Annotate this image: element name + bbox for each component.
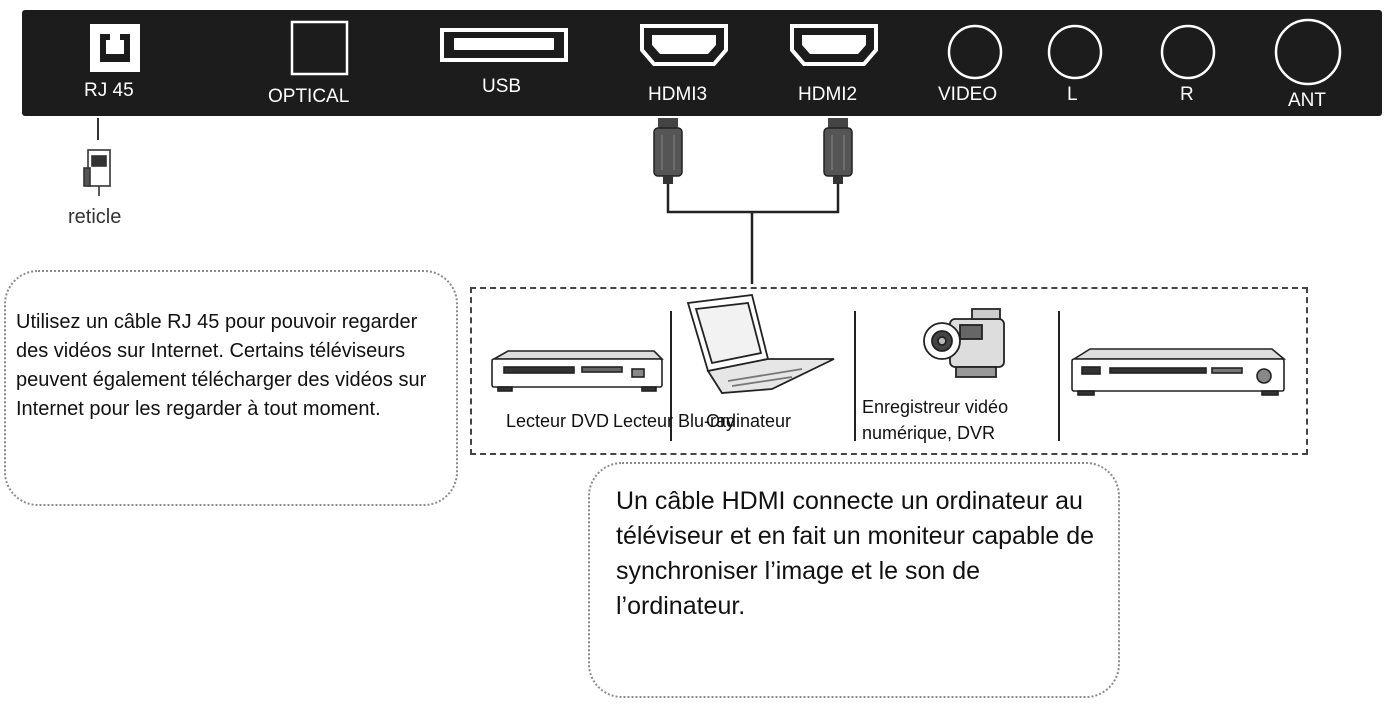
port-label-optical: OPTICAL — [268, 86, 350, 107]
hdmi3-plug-icon — [653, 118, 683, 184]
camcorder-icon — [923, 308, 1005, 378]
hdmi-note-text: Un câble HDMI connecte un ordinateur au … — [616, 487, 1095, 620]
antenna-jack-icon — [1274, 18, 1342, 86]
tv-rear-panel: RJ 45 OPTICAL USB HDMI3 HDMI2 VIDEO L R … — [22, 10, 1382, 116]
audio-right-jack-icon — [1160, 24, 1216, 80]
device-icons — [490, 294, 1287, 396]
device-label-dvd: Lecteur DVD — [506, 411, 610, 431]
hdmi3-port-icon — [640, 24, 728, 66]
hdmi-cable-line — [666, 184, 840, 284]
hdmi2-plug-icon — [823, 118, 853, 184]
device-divider — [670, 311, 672, 441]
audio-left-jack-icon — [1047, 24, 1103, 80]
video-jack-icon — [947, 24, 1003, 80]
reticle-label: reticle — [68, 206, 122, 228]
hdmi2-port-icon — [790, 24, 878, 66]
port-label-ant: ANT — [1288, 90, 1326, 111]
hdmi-note-bubble: Un câble HDMI connecte un ordinateur au … — [588, 462, 1120, 698]
usb-port-icon — [440, 28, 568, 62]
blu-ray-player-icon — [1071, 348, 1287, 396]
dvd-player-icon — [490, 350, 664, 392]
port-label-rj45: RJ 45 — [84, 80, 134, 101]
rj45-plug-icon — [83, 149, 111, 196]
rj45-note-text: Utilisez un câble RJ 45 pour pouvoir reg… — [16, 311, 427, 420]
port-label-video: VIDEO — [938, 84, 998, 105]
port-icons — [90, 18, 1342, 86]
device-divider — [1058, 311, 1060, 441]
optical-port-icon — [290, 20, 349, 76]
device-divider — [854, 311, 856, 441]
port-label-usb: USB — [482, 76, 522, 97]
port-label-hdmi3: HDMI3 — [648, 84, 708, 105]
devices-box: Lecteur DVD Lecteur Blu-ray Ordinateur E… — [470, 287, 1308, 455]
device-label-dvr-line1: Enregistreur vidéo — [862, 397, 1009, 417]
laptop-icon — [686, 294, 835, 394]
port-label-l: L — [1067, 84, 1078, 105]
rj45-port-icon — [90, 24, 140, 72]
device-label-computer: Ordinateur — [706, 411, 792, 431]
port-label-r: R — [1180, 84, 1194, 105]
rj45-note-bubble: Utilisez un câble RJ 45 pour pouvoir reg… — [4, 270, 458, 506]
device-label-dvr-line2: numérique, DVR — [862, 423, 996, 443]
device-label-blu-ray: Lecteur Blu-ray — [613, 411, 736, 431]
port-label-hdmi2: HDMI2 — [798, 84, 858, 105]
